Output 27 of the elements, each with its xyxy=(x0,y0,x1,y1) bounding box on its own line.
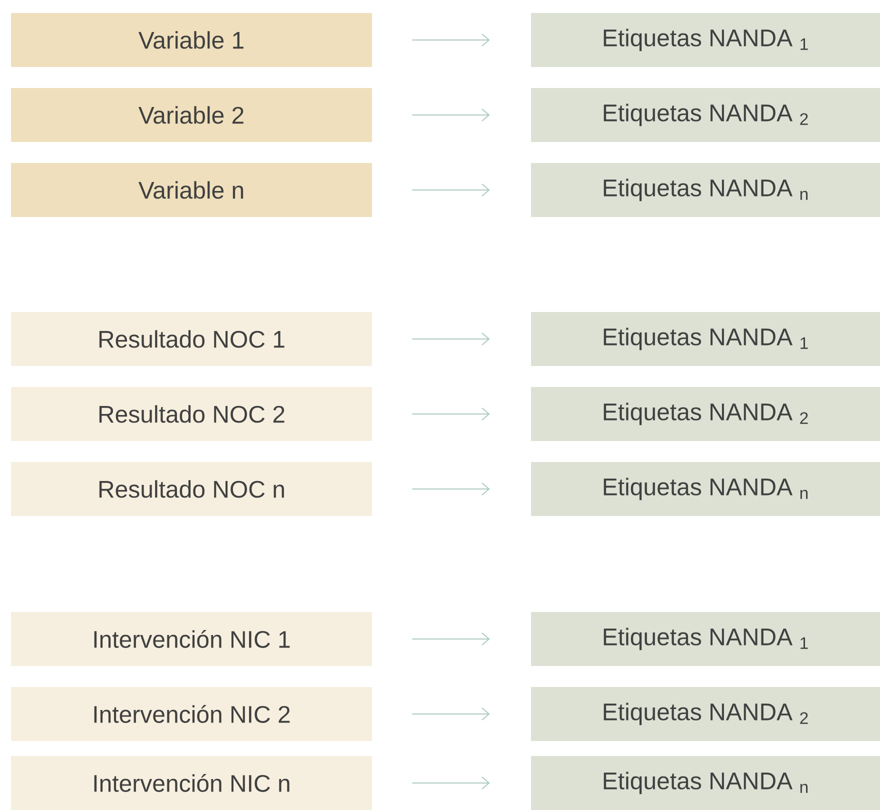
label-box: Etiquetas NANDA $_{1}$ xyxy=(531,612,880,666)
arrow xyxy=(412,332,490,346)
item-box: Intervención NIC n xyxy=(11,756,372,810)
arrow xyxy=(412,183,490,196)
item-box: Variable 2 xyxy=(11,88,372,142)
arrow xyxy=(412,108,490,122)
arrow xyxy=(412,33,490,46)
item-box: Intervención NIC 2 xyxy=(11,686,372,741)
arrow xyxy=(412,632,490,646)
label-box: Etiquetas NANDA $_{1}$ xyxy=(531,12,880,67)
item-box: Resultado NOC n xyxy=(11,462,372,516)
item-box: Variable n xyxy=(11,162,372,217)
arrow xyxy=(412,482,490,496)
label-box: Etiquetas NANDA $_{1}$ xyxy=(531,312,880,366)
label-box: Etiquetas NANDA $_{2}$ xyxy=(531,386,880,441)
item-box: Resultado NOC 1 xyxy=(11,312,372,366)
item-box: Variable 1 xyxy=(11,12,372,67)
label-box: Etiquetas NANDA $_{n}$ xyxy=(531,162,880,217)
label-box: Etiquetas NANDA $_{2}$ xyxy=(531,686,880,741)
arrow xyxy=(412,407,490,420)
label-box: Etiquetas NANDA $_{n}$ xyxy=(531,462,880,516)
label-box: Etiquetas NANDA $_{n}$ xyxy=(531,756,880,810)
arrow xyxy=(412,776,490,790)
item-box: Resultado NOC 2 xyxy=(11,386,372,441)
arrow xyxy=(412,707,490,720)
item-box: Intervención NIC 1 xyxy=(11,612,372,666)
label-box: Etiquetas NANDA $_{2}$ xyxy=(531,88,880,142)
